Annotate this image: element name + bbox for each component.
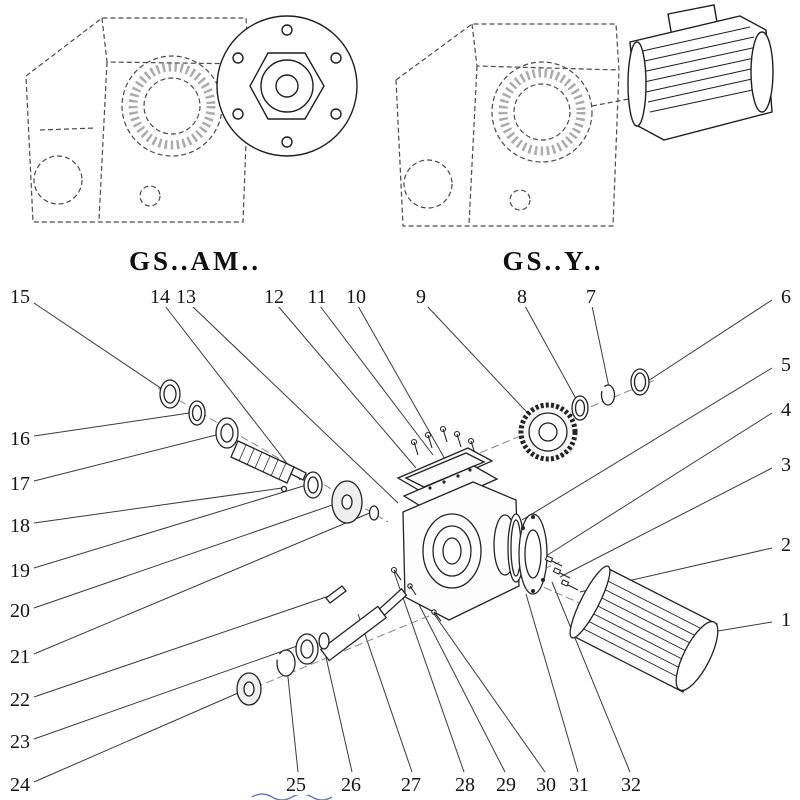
callout-8: 8 (515, 286, 529, 308)
callout-18: 18 (8, 515, 32, 537)
callout-5: 5 (779, 354, 793, 376)
gsy-motor (627, 4, 774, 141)
callout-27: 27 (399, 774, 423, 796)
callout-26: 26 (339, 774, 363, 796)
callout-30: 30 (534, 774, 558, 796)
callout-14: 14 (148, 286, 172, 308)
exploded-parts (159, 368, 719, 706)
callout-7: 7 (584, 286, 598, 308)
callout-28: 28 (453, 774, 477, 796)
callout-19: 19 (8, 560, 32, 582)
gsy-gear-ring (498, 68, 586, 156)
callout-17: 17 (8, 473, 32, 495)
variant-label-gs-am: GS..AM.. (129, 246, 261, 276)
adapter-bolts (544, 555, 579, 591)
housing-screws (390, 566, 442, 622)
callout-32: 32 (619, 774, 643, 796)
callout-24: 24 (8, 774, 32, 796)
callout-11: 11 (305, 286, 329, 308)
callout-22: 22 (8, 689, 32, 711)
gsam-gear-ring (128, 62, 216, 150)
variant-label-gs-y: GS..Y.. (502, 246, 604, 276)
callout-9: 9 (414, 286, 428, 308)
callout-1: 1 (779, 609, 793, 631)
callout-16: 16 (8, 428, 32, 450)
callout-2: 2 (779, 534, 793, 556)
exploded-motor (569, 565, 719, 693)
callout-12: 12 (262, 286, 286, 308)
callout-4: 4 (779, 399, 793, 421)
cover-screws (410, 425, 476, 456)
callout-13: 13 (174, 286, 198, 308)
gsam-drawing (25, 17, 253, 223)
callout-21: 21 (8, 646, 32, 668)
callout-3: 3 (779, 454, 793, 476)
callout-29: 29 (494, 774, 518, 796)
callout-6: 6 (779, 286, 793, 308)
callout-23: 23 (8, 731, 32, 753)
gsy-drawing (395, 23, 635, 227)
callout-10: 10 (344, 286, 368, 308)
callout-20: 20 (8, 600, 32, 622)
callout-25: 25 (284, 774, 308, 796)
leader-lines (33, 299, 773, 783)
gsam-output-flange (216, 15, 358, 157)
watermark-scribble (251, 793, 333, 800)
callout-15: 15 (8, 286, 32, 308)
callout-31: 31 (567, 774, 591, 796)
